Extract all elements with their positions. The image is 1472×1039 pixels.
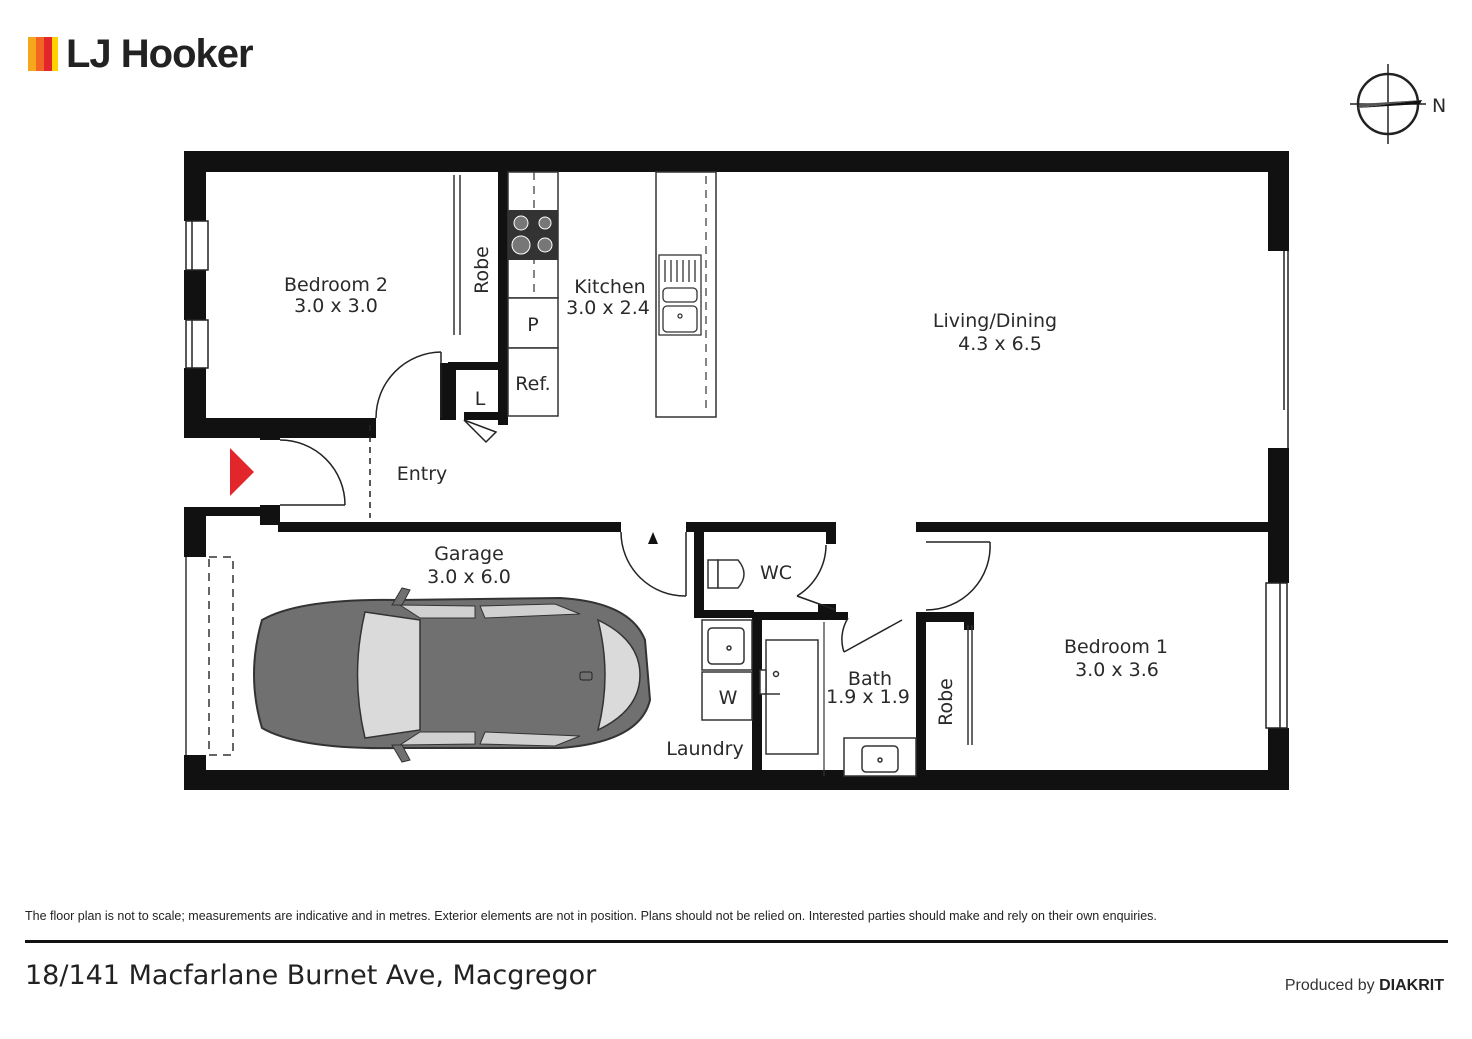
- kitchen-name: Kitchen: [574, 276, 645, 298]
- brand-name: LJ Hooker: [66, 31, 254, 76]
- wc-label: WC: [760, 562, 792, 584]
- compass-north-label: N: [1432, 95, 1446, 117]
- bedroom2-name: Bedroom 2: [284, 274, 388, 296]
- laundry-tub-icon: [701, 619, 753, 671]
- lj-hooker-logo: LJ Hooker: [28, 31, 254, 76]
- logo-bar: [28, 37, 36, 71]
- bath-name: Bath: [848, 668, 892, 690]
- floor-plan: N: [184, 64, 1446, 790]
- laundry-label: Laundry: [666, 738, 743, 760]
- garage-door: [208, 556, 234, 756]
- living-name: Living/Dining: [933, 310, 1057, 332]
- interior-walls: [278, 170, 1276, 782]
- robe-bed1-name: Robe: [935, 678, 957, 726]
- compass-icon: [1350, 64, 1426, 144]
- logo-bar: [52, 37, 58, 71]
- producer-prefix: Produced by: [1284, 977, 1375, 994]
- garage-size: 3.0 x 6.0: [427, 566, 511, 588]
- producer-credit: Produced by DIAKRIT: [1285, 977, 1444, 995]
- property-address: 18/141 Macfarlane Burnet Ave, Macgregor: [25, 960, 597, 991]
- robe-bed2-name: Robe: [471, 246, 493, 294]
- fridge-label: Ref.: [515, 373, 550, 395]
- entry-label: Entry: [397, 463, 448, 485]
- toilet-icon: [707, 559, 745, 589]
- shower-icon: [759, 639, 819, 755]
- bedroom1-name: Bedroom 1: [1064, 636, 1168, 658]
- bedroom2-size: 3.0 x 3.0: [294, 295, 378, 317]
- vanity-icon: [843, 737, 917, 777]
- kitchen-sink-icon: [658, 254, 702, 336]
- robe-sliding-doors: [453, 175, 973, 745]
- car-icon: [253, 587, 652, 763]
- logo-bar: [36, 37, 44, 71]
- garage-name: Garage: [434, 543, 504, 565]
- windows: [185, 220, 1289, 729]
- pantry-label: P: [527, 314, 538, 336]
- linen-label: L: [475, 388, 486, 410]
- bedroom1-size: 3.0 x 3.6: [1075, 659, 1159, 681]
- bath-size: 1.9 x 1.9: [826, 686, 910, 708]
- kitchen-size: 3.0 x 2.4: [566, 297, 650, 319]
- washer-box: [701, 671, 753, 721]
- doors: [279, 351, 991, 653]
- logo-bars-icon: [28, 37, 58, 71]
- logo-bar: [44, 37, 52, 71]
- washer-label: W: [719, 687, 738, 709]
- producer-name: DIAKRIT: [1379, 977, 1444, 994]
- cooktop-icon: [508, 210, 558, 260]
- exterior-walls: [184, 151, 1289, 790]
- footer-divider: [25, 940, 1448, 943]
- entry-arrow-icon: [230, 448, 254, 496]
- living-size: 4.3 x 6.5: [958, 333, 1042, 355]
- disclaimer-text: The floor plan is not to scale; measurem…: [25, 909, 1157, 923]
